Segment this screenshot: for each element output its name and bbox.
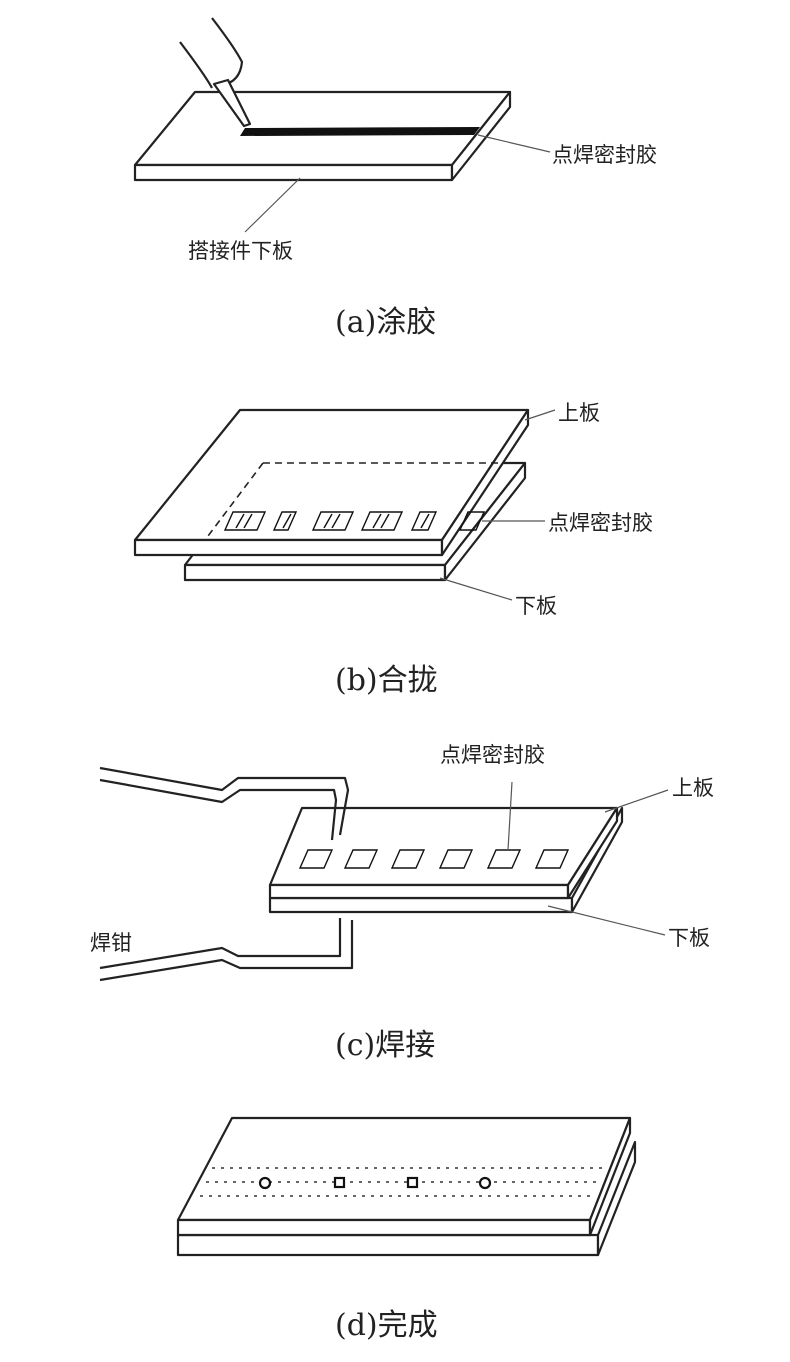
- label-lower-plate-b: 下板: [515, 594, 557, 618]
- label-welding-tongs: 焊钳: [90, 931, 132, 955]
- welding-tongs: [99, 766, 354, 982]
- label-upper-plate-b: 上板: [558, 401, 600, 425]
- leader-lower-c: [547, 905, 666, 936]
- leader-upper-c: [604, 789, 669, 813]
- sealant-spots-c: [298, 849, 570, 869]
- caption-b: (b)合拢: [335, 663, 438, 698]
- panel-c: 点焊密封胶 上板 下板 焊钳 (c)焊接: [90, 743, 714, 1063]
- caption-a: (a)涂胶: [335, 305, 436, 340]
- label-glue-c: 点焊密封胶: [440, 743, 545, 767]
- label-glue-b: 点焊密封胶: [548, 511, 653, 535]
- lower-plate-a: [133, 90, 512, 182]
- lower-plate-d: [176, 1140, 637, 1257]
- label-glue-a: 点焊密封胶: [552, 143, 657, 167]
- sealant-spots-b: [223, 511, 486, 531]
- leader-glue-c: [507, 781, 513, 851]
- hidden-lower-outline: [204, 462, 500, 541]
- caption-d: (d)完成: [335, 1308, 438, 1343]
- leader-upper-b: [524, 409, 556, 421]
- glue-applicator: [179, 17, 252, 128]
- sealant-bead-a: [240, 127, 480, 136]
- leader-lower-a: [244, 177, 301, 233]
- upper-plate-b: [133, 408, 530, 557]
- upper-plate-d: [176, 1116, 632, 1237]
- panel-a: 点焊密封胶 搭接件下板 (a)涂胶: [133, 17, 657, 340]
- label-upper-plate-c: 上板: [672, 776, 714, 800]
- caption-c: (c)焊接: [335, 1028, 435, 1063]
- leader-glue-a: [477, 134, 551, 153]
- upper-plate-c: [268, 806, 619, 900]
- panel-b: 上板 点焊密封胶 下板 (b)合拢: [133, 401, 653, 698]
- label-lower-plate-a: 搭接件下板: [188, 239, 293, 263]
- panel-d: (d)完成: [176, 1116, 637, 1343]
- weld-nuggets-d: [258, 1176, 492, 1190]
- leader-lower-b: [439, 577, 513, 601]
- sealant-band-d: [200, 1167, 604, 1197]
- label-lower-plate-c: 下板: [668, 926, 710, 950]
